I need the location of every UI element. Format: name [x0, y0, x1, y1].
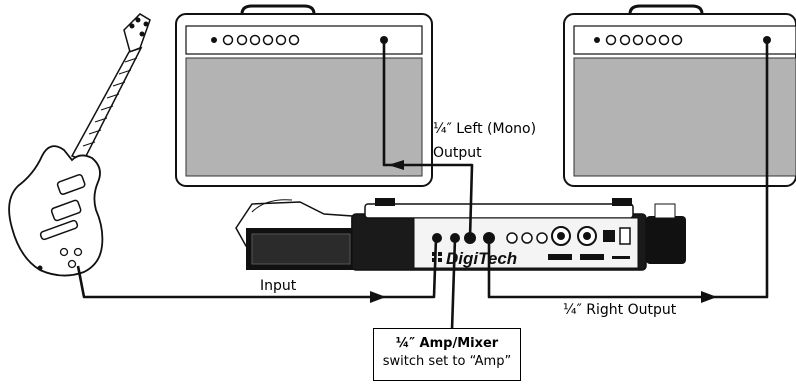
amp-mixer-callout: ¼″ Amp/Mixer switch set to “Amp” [373, 328, 521, 381]
left-output-label-line2: Output [433, 145, 482, 161]
right-output-label: ¼″ Right Output [563, 302, 677, 318]
guitar [8, 13, 151, 277]
input-label: Input [260, 278, 297, 294]
callout-title: ¼″ Amp/Mixer [395, 336, 499, 351]
input-arrow [370, 291, 386, 303]
expression-pedal [235, 199, 356, 270]
amp-mixer-leader [450, 237, 457, 331]
cables [76, 40, 769, 331]
left-output-label-line1: ¼″ Left (Mono) [433, 121, 537, 137]
brand-logo: DigiTech [446, 249, 517, 268]
left-output-arrow [388, 160, 404, 170]
right-output-arrow [701, 291, 717, 303]
effects-processor: DigiTech [351, 198, 686, 271]
callout-subtitle: switch set to “Amp” [382, 354, 512, 369]
left-output-cable [382, 40, 474, 239]
right-amplifier [563, 4, 796, 187]
input-cable [76, 237, 438, 299]
right-output-cable [487, 40, 769, 299]
left-amplifier [175, 4, 433, 187]
